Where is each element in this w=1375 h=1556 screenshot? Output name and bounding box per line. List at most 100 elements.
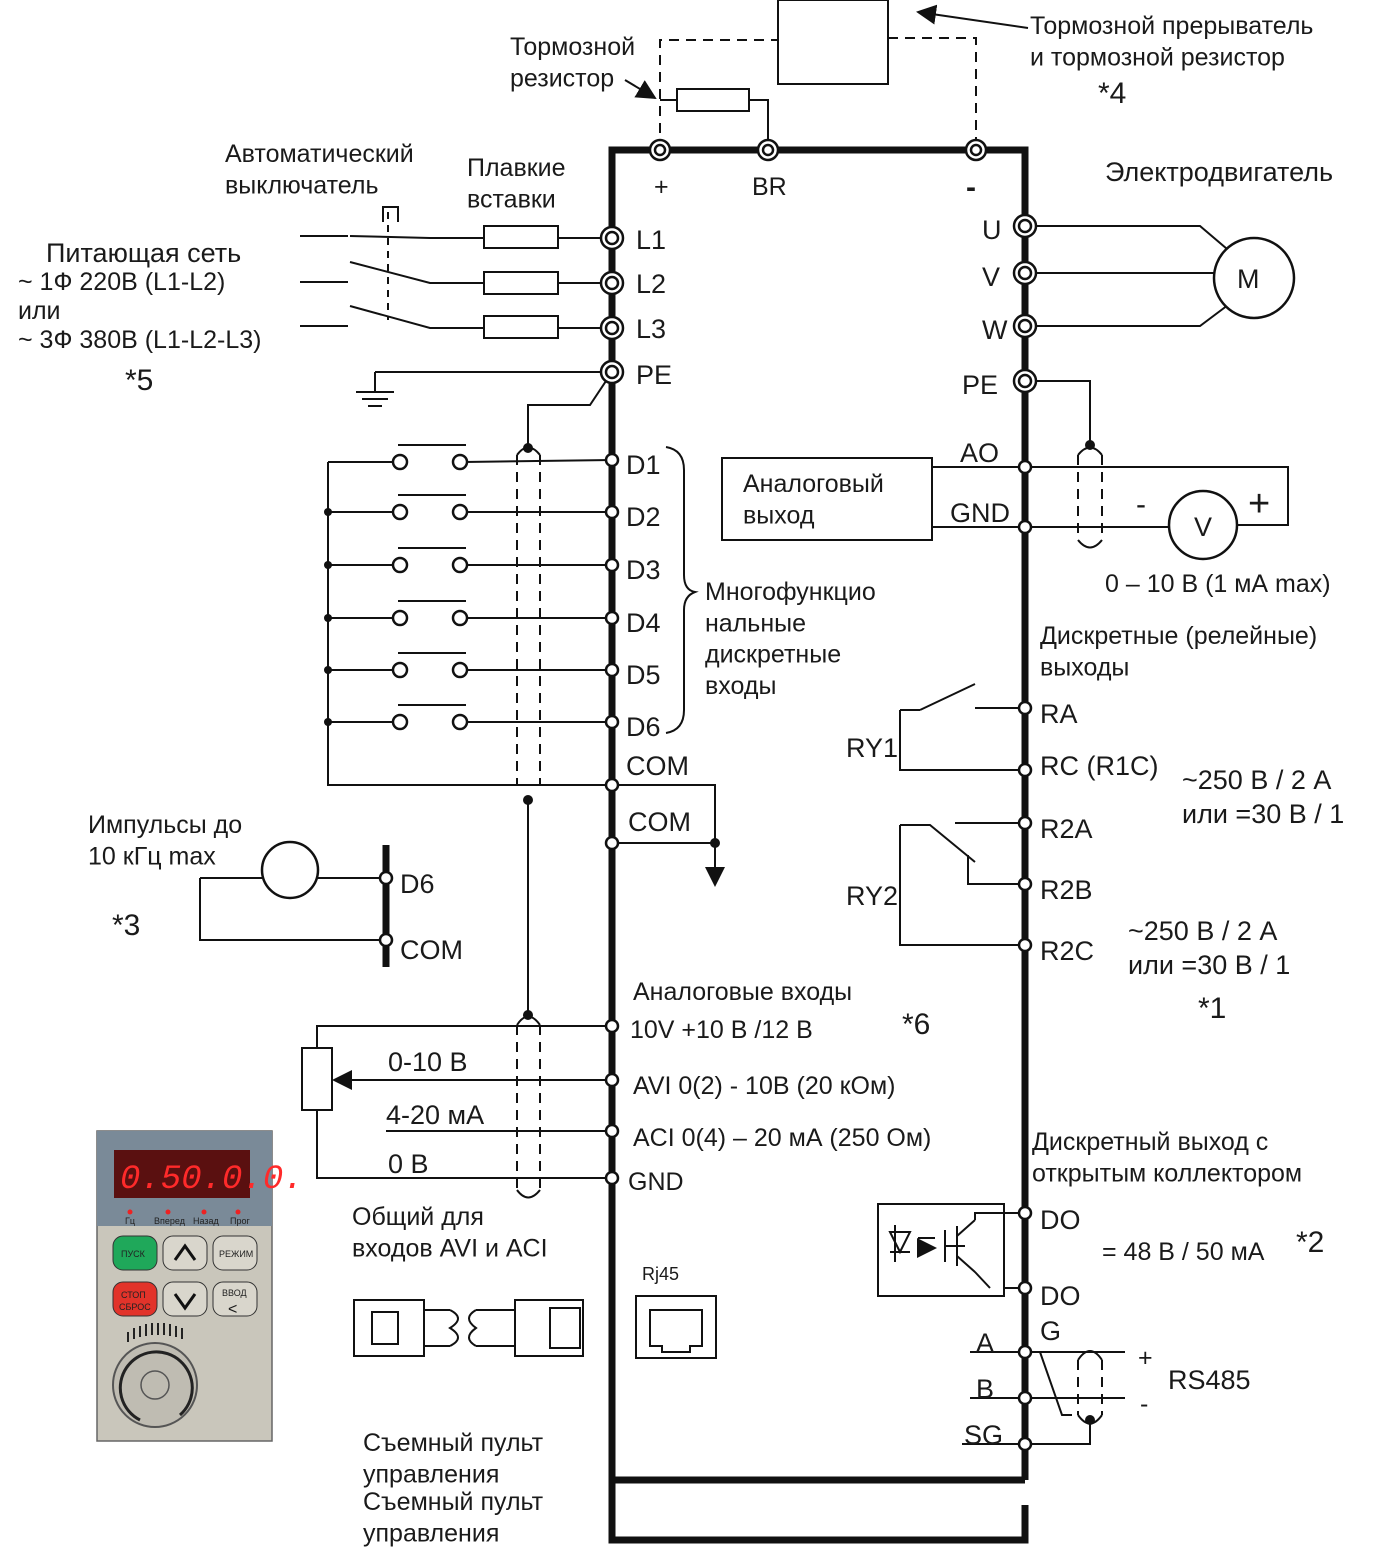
- terminal-l3: L3: [636, 314, 666, 344]
- terminal-ao: AO: [960, 438, 999, 468]
- terminal-d2: D2: [626, 502, 661, 532]
- enter-label: ВВОД: [222, 1288, 247, 1298]
- knob-center-icon: [140, 1370, 170, 1400]
- wire-4-20ma: 4-20 мА: [386, 1100, 484, 1130]
- motor-letter: M: [1237, 264, 1260, 294]
- pulse-terminal-d6: D6: [400, 869, 435, 899]
- frequency-knob[interactable]: [112, 1342, 198, 1428]
- terminal-ra: RA: [1040, 699, 1078, 729]
- wire-0-10v: 0-10 В: [388, 1047, 468, 1077]
- ao-range: 0 – 10 В (1 мА max): [1105, 570, 1331, 598]
- terminal-rc: RC (R1C): [1040, 751, 1159, 781]
- plug-right: [514, 1299, 584, 1357]
- terminal-d6: D6: [626, 712, 661, 742]
- terminal-u: U: [982, 215, 1002, 245]
- terminal-d4: D4: [626, 608, 661, 638]
- terminal-do-1: DO: [1040, 1205, 1081, 1235]
- voltmeter-symbol: [1167, 489, 1239, 561]
- note-4: *4: [1098, 77, 1126, 110]
- analog-inputs-title: Аналоговые входы: [633, 978, 852, 1006]
- relay-ry2: RY2: [846, 881, 898, 911]
- display-value: 0.50.0.0.: [120, 1161, 304, 1199]
- indicator-hz: Гц: [125, 1216, 135, 1226]
- terminal-com-1: COM: [626, 751, 689, 781]
- terminal-d5: D5: [626, 660, 661, 690]
- terminal-b: B: [976, 1374, 994, 1404]
- terminal-pe-left: PE: [636, 360, 672, 390]
- mode-label: РЕЖИМ: [219, 1249, 253, 1259]
- terminal-br: BR: [752, 173, 787, 201]
- brake-resistor: [676, 88, 750, 112]
- note-3: *3: [112, 909, 140, 942]
- terminal-gnd-analog: GND: [628, 1168, 684, 1196]
- run-button[interactable]: [112, 1235, 158, 1271]
- analog-output-box: [721, 457, 933, 541]
- pulse-generator-symbol: [260, 840, 320, 900]
- ao-plus: +: [1248, 483, 1270, 525]
- note-1: *1: [1198, 992, 1226, 1025]
- wire-0v: 0 В: [388, 1149, 429, 1179]
- run-label: ПУСК: [121, 1249, 146, 1259]
- supply-or: или: [18, 297, 61, 325]
- terminal-gnd-ao: GND: [950, 498, 1010, 528]
- note-6: *6: [902, 1008, 930, 1041]
- terminal-v: V: [982, 262, 1000, 292]
- pulse-terminal-com: COM: [400, 935, 463, 965]
- keypad-panel: 0.50.0.0. Гц Вперед Назад Прог ПУСК СТОП…: [96, 1130, 304, 1442]
- rs485-plus: +: [1138, 1344, 1153, 1372]
- up-arrow-icon: [173, 1243, 197, 1261]
- reset-label: СБРОС: [119, 1302, 151, 1312]
- enter-button[interactable]: [212, 1281, 258, 1317]
- fuse-l2: [483, 271, 559, 295]
- optocoupler: [877, 1203, 1005, 1297]
- oc-rating: = 48 В / 50 мА: [1102, 1238, 1265, 1266]
- motor-title: Электродвигатель: [1105, 157, 1333, 187]
- terminal-com-2: COM: [628, 807, 691, 837]
- down-button[interactable]: [162, 1281, 208, 1317]
- terminal-a: A: [976, 1328, 994, 1358]
- plug-left: [353, 1299, 425, 1357]
- rs485-minus: -: [1140, 1390, 1148, 1418]
- supply-title: Питающая сеть: [46, 238, 241, 268]
- supply-3ph: ~ 3Ф 380В (L1-L2-L3): [18, 326, 261, 354]
- relay-outputs-title: Дискретные (релейные)выходы: [1040, 622, 1317, 681]
- indicator-reverse: Назад: [193, 1216, 220, 1226]
- terminal-minus: -: [966, 171, 976, 204]
- terminal-r2b: R2B: [1040, 875, 1093, 905]
- down-arrow-icon: [173, 1293, 197, 1311]
- stop-button[interactable]: [112, 1281, 158, 1317]
- rj45-socket: [635, 1295, 717, 1359]
- fuse-l3: [483, 315, 559, 339]
- terminal-d1: D1: [626, 450, 661, 480]
- terminal-l1: L1: [636, 225, 666, 255]
- relay-ry1: RY1: [846, 733, 898, 763]
- mode-button[interactable]: [212, 1235, 258, 1271]
- terminal-10v: 10V +10 В /12 В: [630, 1016, 813, 1044]
- terminal-pe-right: PE: [962, 370, 998, 400]
- indicator-prog: Прог: [230, 1216, 250, 1226]
- up-button[interactable]: [162, 1235, 208, 1271]
- inverter-body: [608, 146, 1029, 1515]
- indicator-forward: Вперед: [154, 1216, 186, 1226]
- terminal-avi: AVI 0(2) - 10В (20 кОм): [633, 1072, 895, 1100]
- terminal-plus: +: [654, 173, 669, 201]
- rj45-label: Rj45: [642, 1264, 679, 1284]
- potentiometer: [301, 1047, 333, 1111]
- supply-1ph: ~ 1Ф 220В (L1-L2): [18, 268, 225, 296]
- terminal-w: W: [982, 315, 1008, 345]
- terminal-l2: L2: [636, 269, 666, 299]
